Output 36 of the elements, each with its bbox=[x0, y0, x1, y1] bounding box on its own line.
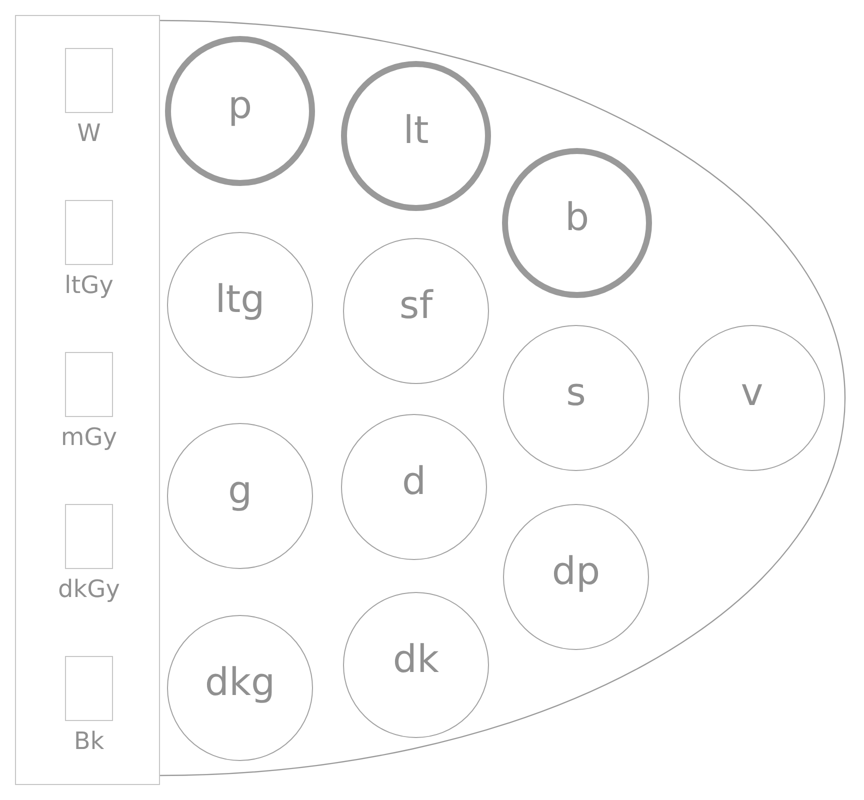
tone-circle bbox=[341, 414, 487, 560]
tone-circle bbox=[503, 325, 649, 471]
tone-circle bbox=[502, 148, 652, 298]
tone-swatch bbox=[65, 656, 113, 721]
tone-swatch bbox=[65, 200, 113, 265]
tone-label: v bbox=[740, 372, 764, 411]
tone-circle bbox=[343, 238, 489, 384]
tone-swatch bbox=[65, 352, 113, 417]
swatch-caption: W bbox=[77, 121, 101, 145]
tone-label: dkg bbox=[204, 662, 276, 701]
tone-label: g bbox=[228, 470, 252, 509]
tone-label: sf bbox=[399, 286, 433, 324]
tone-swatch bbox=[65, 48, 113, 113]
swatch-caption: mGy bbox=[60, 425, 118, 449]
tone-label: b bbox=[564, 198, 590, 236]
tone-label: lt bbox=[403, 111, 429, 149]
tone-circle bbox=[167, 232, 313, 378]
tone-circle bbox=[341, 61, 491, 211]
tone-circle bbox=[167, 423, 313, 569]
tone-circle bbox=[503, 504, 649, 650]
tone-label: s bbox=[566, 372, 586, 411]
tone-label: ltg bbox=[215, 280, 265, 318]
tone-circle bbox=[167, 615, 313, 761]
swatch-caption: dkGy bbox=[58, 577, 120, 601]
tone-map-outline bbox=[160, 20, 846, 776]
tone-swatch bbox=[65, 504, 113, 569]
swatch-caption: ltGy bbox=[64, 273, 114, 297]
tone-circle bbox=[165, 36, 315, 186]
tone-circle bbox=[679, 325, 825, 471]
tone-label: dp bbox=[552, 552, 600, 590]
swatch-panel bbox=[15, 15, 160, 785]
tone-circle bbox=[343, 592, 489, 738]
tone-label: dk bbox=[392, 640, 440, 678]
tone-label: p bbox=[228, 86, 252, 124]
tone-label: d bbox=[402, 462, 426, 500]
swatch-caption: Bk bbox=[74, 729, 104, 753]
